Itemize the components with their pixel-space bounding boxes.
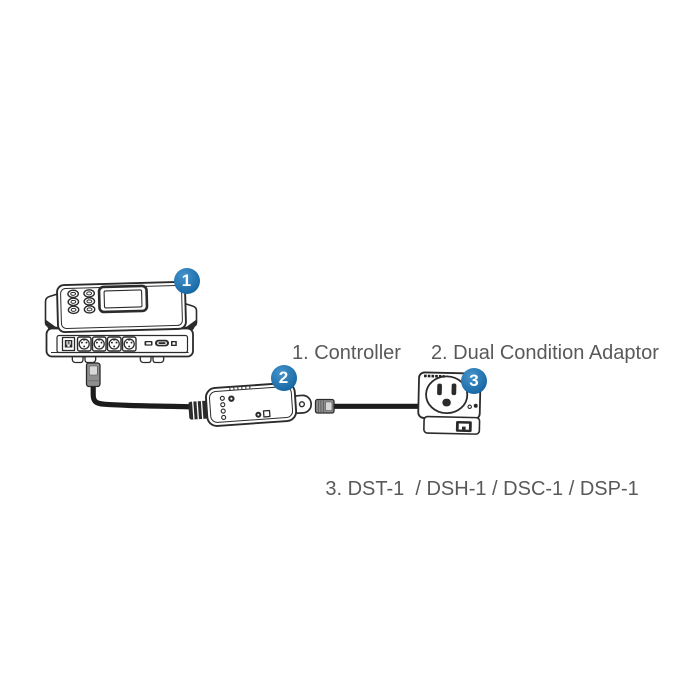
mounting-foot <box>71 356 97 364</box>
legend: 1. Controller 2. Dual Condition Adaptor … <box>292 268 687 608</box>
controller-power-plug <box>85 362 101 388</box>
outlet-ground-hole <box>442 398 451 407</box>
legend-row-2: 3. DST-1 / DSH-1 / DSC-1 / DSP-1 <box>292 438 687 540</box>
callout-badge-2: 2 <box>270 364 297 391</box>
legend-item-controller: 1. Controller <box>292 342 401 364</box>
outlet-lower-flange <box>423 415 481 435</box>
controller-rj-port <box>61 336 76 352</box>
din-port <box>76 336 92 352</box>
outlet-slot-left <box>437 383 442 396</box>
legend-row-1: 1. Controller 2. Dual Condition Adaptor <box>292 336 687 370</box>
adaptor-vent-slits <box>229 385 251 391</box>
controller-side-slots <box>144 339 177 347</box>
adaptor-illustration <box>188 382 313 427</box>
outlet-data-port <box>455 420 472 433</box>
din-port <box>106 336 122 352</box>
status-dot <box>473 403 478 408</box>
din-port <box>121 336 137 352</box>
outlet-module-illustration <box>417 371 482 435</box>
din-port <box>91 336 107 352</box>
controller-lid <box>56 280 187 334</box>
controller-base <box>45 327 194 364</box>
legend-item-adaptor: 2. Dual Condition Adaptor <box>430 342 659 364</box>
controller-keypad <box>67 289 96 315</box>
legend-item-models: 3. DST-1 / DSH-1 / DSC-1 / DSP-1 <box>325 478 639 500</box>
adaptor-indicator-leds <box>219 395 271 420</box>
controller-din-ports <box>76 336 137 352</box>
controller-illustration <box>44 280 198 364</box>
outlet-slot-right <box>451 383 457 396</box>
outlet-socket <box>425 375 469 415</box>
adaptor-strain-relief <box>188 399 209 421</box>
controller-to-adaptor-cable <box>90 381 193 410</box>
callout-badge-3: 3 <box>461 367 487 394</box>
inline-connector-plug <box>314 398 335 414</box>
controller-display <box>97 284 149 314</box>
mounting-foot <box>139 356 165 364</box>
callout-badge-1: 1 <box>173 268 200 294</box>
status-hole <box>467 404 472 410</box>
